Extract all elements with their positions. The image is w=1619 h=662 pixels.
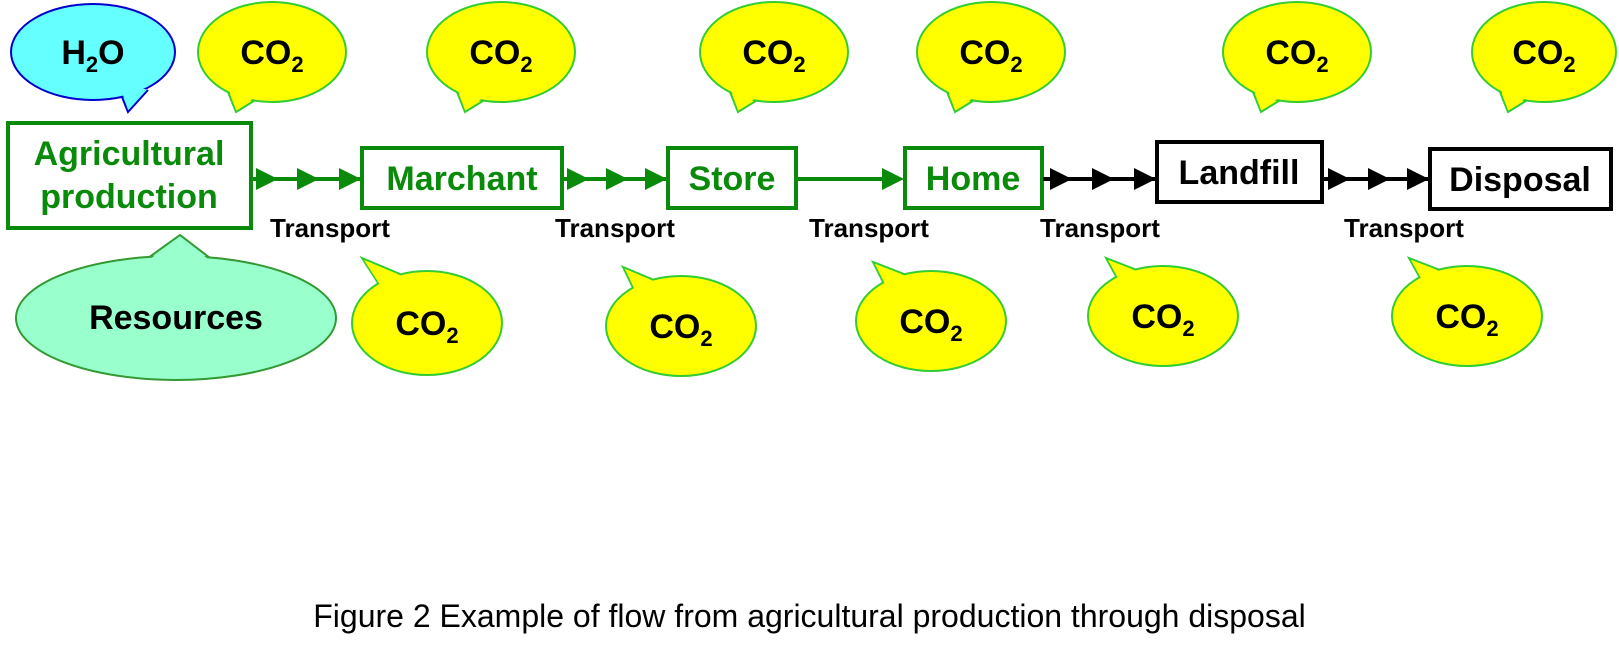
co2-label: CO2 — [1435, 298, 1498, 341]
connector-marchant-to-store — [563, 168, 667, 190]
arrowhead-icon — [645, 168, 667, 190]
arrowhead-icon — [256, 168, 278, 190]
water-label: H2O — [61, 34, 124, 77]
arrowhead-icon — [606, 168, 628, 190]
co2-label: CO2 — [959, 34, 1022, 77]
arrowhead-icon — [1328, 168, 1350, 190]
node-label: Disposal — [1449, 161, 1591, 199]
connector-agri-to-marchant — [252, 168, 361, 190]
node-label: Store — [689, 160, 776, 198]
co2-label: CO2 — [1131, 298, 1194, 341]
co2-label: CO2 — [1265, 34, 1328, 77]
water-bubble: H2O — [10, 3, 176, 114]
co2-bubble-bottom-5: CO2 — [1391, 256, 1543, 367]
transport-label: Transport — [555, 213, 675, 243]
co2-bubble-top-2: CO2 — [426, 1, 576, 114]
node-label-line1: Agricultural — [34, 135, 225, 173]
co2-bubble-bottom-2: CO2 — [605, 265, 757, 377]
node-home: Home — [903, 146, 1044, 210]
node-disposal: Disposal — [1428, 147, 1613, 211]
arrowhead-icon — [1407, 168, 1429, 190]
transport-label: Transport — [1344, 213, 1464, 243]
arrowhead-icon — [1050, 168, 1072, 190]
co2-bubble-bottom-3: CO2 — [855, 260, 1007, 372]
node-marchant: Marchant — [360, 146, 564, 210]
co2-label: CO2 — [469, 34, 532, 77]
node-store: Store — [666, 146, 798, 210]
arrowhead-icon — [339, 168, 361, 190]
co2-label: CO2 — [240, 34, 303, 77]
connector-home-to-landfill — [1043, 168, 1156, 190]
node-label: Home — [926, 160, 1020, 198]
arrowhead-icon — [882, 168, 904, 190]
connector-store-to-home — [797, 168, 904, 190]
arrowhead-icon — [1368, 168, 1390, 190]
node-agricultural-production: Agricultural production — [6, 121, 253, 230]
node-label-line2: production — [40, 178, 218, 216]
co2-label: CO2 — [899, 303, 962, 346]
transport-label: Transport — [1040, 213, 1160, 243]
figure-caption: Figure 2 Example of flow from agricultur… — [313, 598, 1306, 634]
co2-bubble-top-6: CO2 — [1471, 1, 1617, 114]
transport-label: Transport — [809, 213, 929, 243]
co2-label: CO2 — [649, 308, 712, 351]
co2-label: CO2 — [395, 305, 458, 348]
transport-label: Transport — [270, 213, 390, 243]
connector-landfill-to-disposal — [1323, 168, 1429, 190]
co2-bubble-top-1: CO2 — [197, 1, 347, 114]
arrowhead-icon — [1092, 168, 1114, 190]
co2-label: CO2 — [1512, 34, 1575, 77]
resources-label: Resources — [89, 299, 263, 337]
co2-bubble-top-5: CO2 — [1222, 1, 1372, 114]
co2-bubble-top-4: CO2 — [916, 1, 1066, 114]
co2-bubble-bottom-1: CO2 — [351, 255, 503, 376]
arrowhead-icon — [297, 168, 319, 190]
co2-bubble-bottom-4: CO2 — [1087, 256, 1239, 367]
node-label: Landfill — [1179, 154, 1300, 192]
co2-label: CO2 — [742, 34, 805, 77]
co2-bubble-top-3: CO2 — [699, 1, 849, 114]
arrowhead-icon — [567, 168, 589, 190]
node-label: Marchant — [386, 160, 537, 198]
resources-bubble: Resources — [15, 233, 337, 381]
arrowhead-icon — [1134, 168, 1156, 190]
node-landfill: Landfill — [1155, 140, 1324, 204]
